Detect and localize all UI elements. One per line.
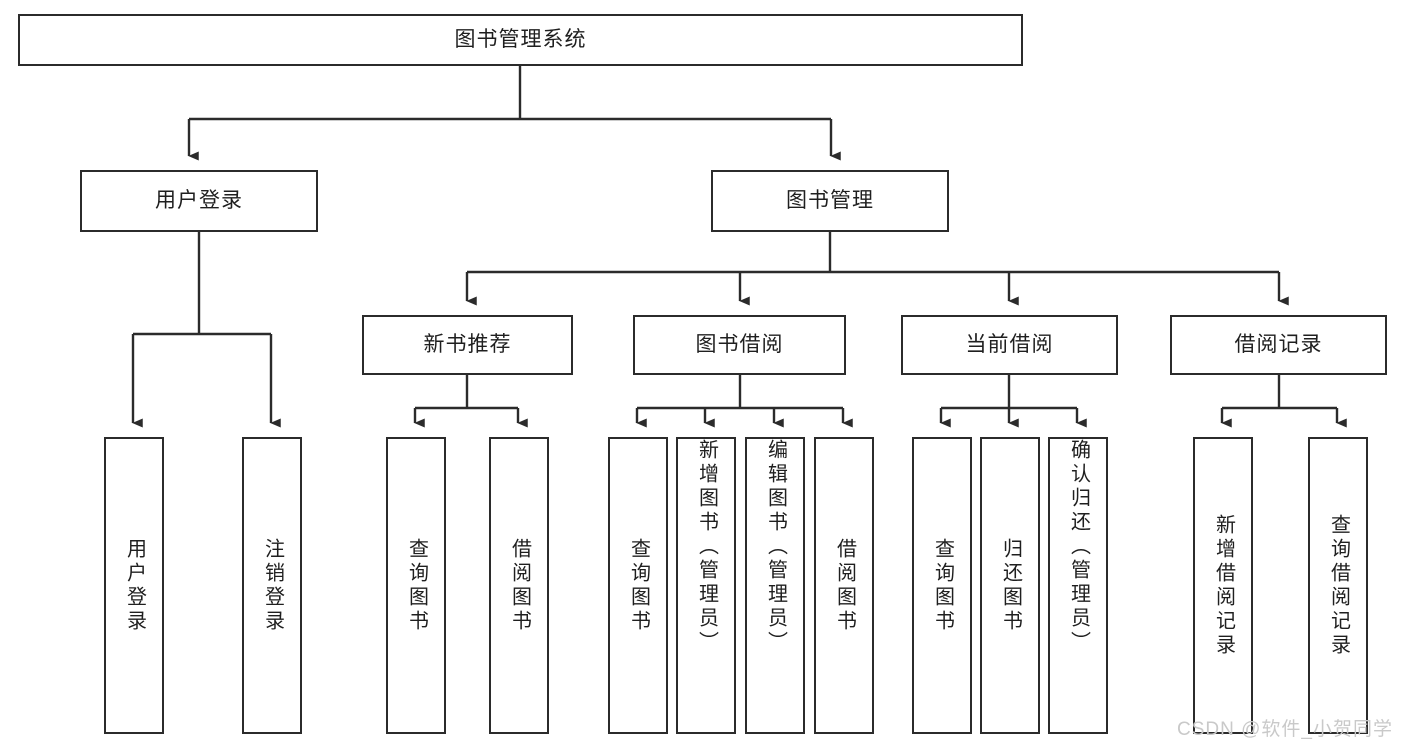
node-label: 查询借阅记录 xyxy=(1327,513,1350,658)
node-book-management[interactable]: 图书管理 xyxy=(711,170,949,232)
node-label: 归还图书 xyxy=(999,537,1022,634)
node-book-borrow[interactable]: 图书借阅 xyxy=(633,315,846,375)
node-current-borrow[interactable]: 当前借阅 xyxy=(901,315,1118,375)
leaf-borrow-book[interactable]: 借阅图书 xyxy=(814,437,874,734)
node-label: 查询图书 xyxy=(405,537,428,634)
node-label: 借阅图书 xyxy=(508,537,531,634)
node-label: 新书推荐 xyxy=(423,332,512,356)
node-label: 新增图书（管理员） xyxy=(695,439,718,655)
node-label: 用户登录 xyxy=(123,537,146,634)
leaf-query-book-recommend[interactable]: 查询图书 xyxy=(386,437,446,734)
leaf-edit-book-admin[interactable]: 编辑图书（管理员） xyxy=(745,437,805,734)
node-label: 编辑图书（管理员） xyxy=(764,439,787,655)
node-root-system[interactable]: 图书管理系统 xyxy=(18,14,1023,66)
leaf-return-book[interactable]: 归还图书 xyxy=(980,437,1040,734)
node-borrow-record[interactable]: 借阅记录 xyxy=(1170,315,1387,375)
leaf-confirm-return-admin[interactable]: 确认归还（管理员） xyxy=(1048,437,1108,734)
leaf-query-book-borrow[interactable]: 查询图书 xyxy=(608,437,668,734)
node-label: 借阅记录 xyxy=(1234,332,1323,356)
node-user-login[interactable]: 用户登录 xyxy=(80,170,318,232)
node-label: 图书借阅 xyxy=(695,332,784,356)
leaf-query-borrow-record[interactable]: 查询借阅记录 xyxy=(1308,437,1368,734)
node-label: 查询图书 xyxy=(931,537,954,634)
node-label: 当前借阅 xyxy=(965,332,1054,356)
node-label: 图书管理 xyxy=(786,188,874,212)
leaf-add-book-admin[interactable]: 新增图书（管理员） xyxy=(676,437,736,734)
leaf-borrow-book-recommend[interactable]: 借阅图书 xyxy=(489,437,549,734)
node-label: 确认归还（管理员） xyxy=(1067,439,1090,655)
node-label: 借阅图书 xyxy=(833,537,856,634)
node-label: 查询图书 xyxy=(627,537,650,634)
watermark-text: CSDN @软件_小贺同学 xyxy=(1177,719,1393,740)
node-label: 用户登录 xyxy=(155,188,243,212)
node-label: 注销登录 xyxy=(261,537,284,634)
node-new-book-recommend[interactable]: 新书推荐 xyxy=(362,315,573,375)
leaf-logout[interactable]: 注销登录 xyxy=(242,437,302,734)
node-label: 新增借阅记录 xyxy=(1212,513,1235,658)
leaf-user-login[interactable]: 用户登录 xyxy=(104,437,164,734)
leaf-add-borrow-record[interactable]: 新增借阅记录 xyxy=(1193,437,1253,734)
node-label: 图书管理系统 xyxy=(454,27,587,51)
leaf-query-book-current[interactable]: 查询图书 xyxy=(912,437,972,734)
